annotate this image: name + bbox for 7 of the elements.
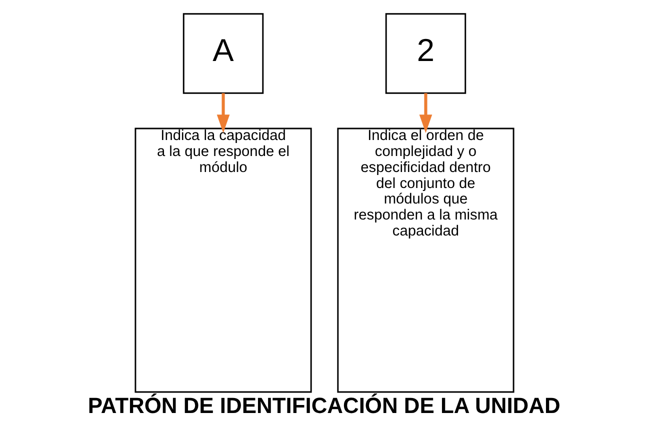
node-box: Indica la capacidad a la que responde el módulo: [134, 127, 312, 392]
caption: PATRÓN DE IDENTIFICACIÓN DE LA UNIDAD: [88, 392, 560, 418]
arrow: [216, 92, 230, 132]
node-box: A: [182, 12, 264, 94]
node-box: Indica el orden de complejidad y o especificidad dentro del conjunto de módulos que responden a la misma capacidad: [337, 127, 514, 392]
arrow: [419, 92, 432, 132]
node-box: 2: [385, 12, 466, 94]
